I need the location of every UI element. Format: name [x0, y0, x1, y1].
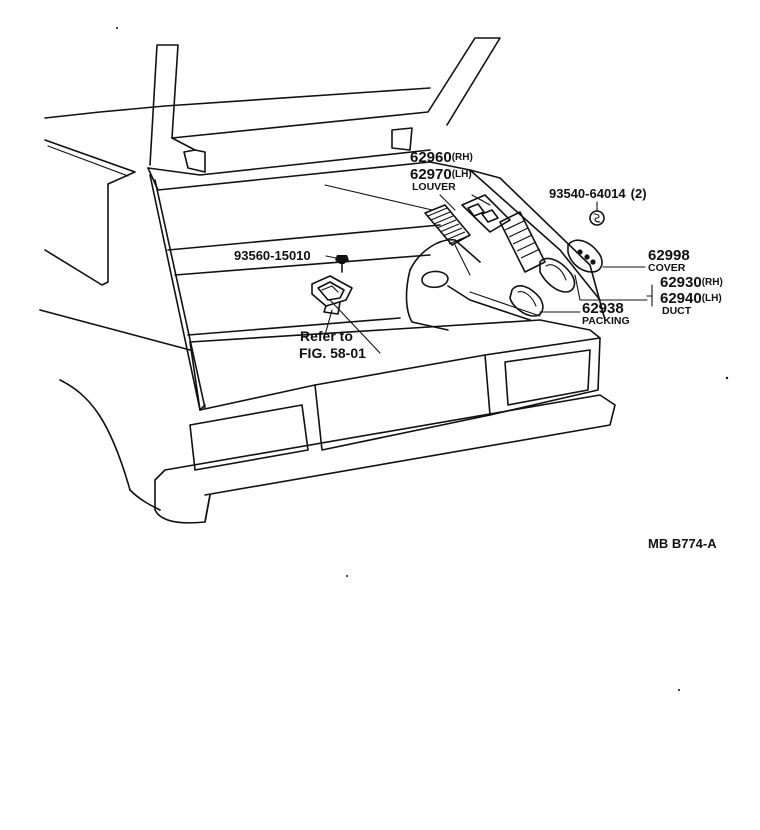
- duct-rh-number: 62930: [660, 274, 702, 291]
- svg-text:93540-64014(2): 93540-64014 (2): [549, 186, 647, 201]
- reference-line2: FIG. 58-01: [299, 345, 366, 361]
- car-body: [39, 37, 616, 524]
- packing-name: PACKING: [582, 315, 630, 327]
- louver-lh-number: 62970: [410, 166, 452, 183]
- duct-rh-side: (RH): [702, 277, 723, 288]
- duct-lh-number: 62940: [660, 290, 702, 307]
- packing-number: 62938: [582, 300, 624, 317]
- latch-part: [311, 275, 353, 315]
- labels: 62960(RH) 62970(LH) LOUVER 93540-64014(2…: [234, 149, 723, 551]
- drawing-code: MB B774-A: [648, 536, 717, 551]
- clip-number: 93540-64014: [549, 186, 626, 201]
- duct-part: [461, 194, 576, 293]
- svg-text:62930(RH): 62930(RH): [660, 274, 723, 291]
- louver-name: LOUVER: [412, 181, 456, 193]
- clip-part: [589, 210, 605, 226]
- clip-qty: (2): [631, 186, 647, 201]
- louver-part: [424, 204, 471, 246]
- svg-text:62970(LH): 62970(LH): [410, 166, 472, 183]
- screw-number: 93560-15010: [234, 248, 311, 263]
- duct-name: DUCT: [662, 305, 692, 317]
- cover-part: [567, 239, 603, 273]
- cover-name: COVER: [648, 262, 686, 274]
- duct-lh-side: (LH): [702, 293, 722, 304]
- reference-line1: Refer to: [300, 328, 353, 344]
- screw-part: [335, 255, 349, 273]
- louver-lh-side: (LH): [452, 169, 472, 180]
- svg-text:62940(LH): 62940(LH): [660, 290, 722, 307]
- louver-rh-number: 62960: [410, 149, 452, 166]
- cover-number: 62998: [648, 247, 690, 264]
- specks: [116, 27, 729, 691]
- leader-lines: [324, 184, 653, 354]
- svg-text:62960(RH): 62960(RH): [410, 149, 473, 166]
- louver-rh-side: (RH): [452, 152, 473, 163]
